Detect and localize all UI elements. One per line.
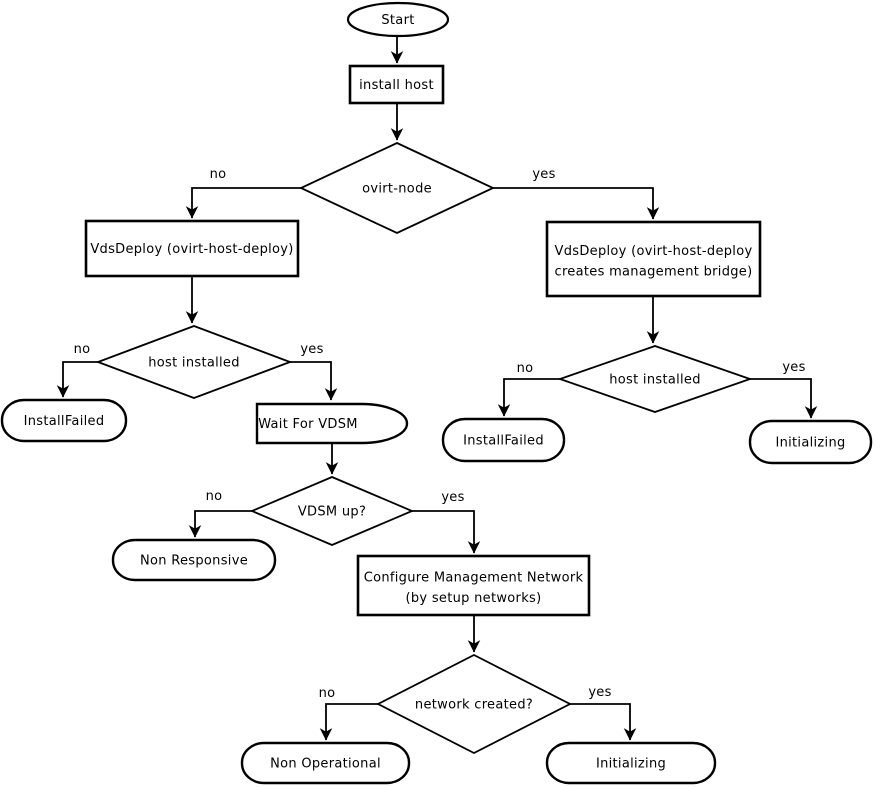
edge-line-ovirtnode-no [185, 187, 301, 219]
node-ovirt-node: ovirt-node [298, 142, 496, 234]
node-network-created: network created? [376, 653, 572, 755]
edge-hostinstalledleft-yes: yes [290, 342, 338, 401]
edge-hostinstalledright-yes: yes [750, 360, 818, 419]
edge-line-vdsmup-yes [412, 510, 481, 554]
host-installed-left-label: host installed [148, 356, 240, 371]
node-vdsdeploy-right: VdsDeploy (ovirt-host-deploy creates mana… [545, 220, 762, 298]
node-install-failed-left: InstallFailed [0, 398, 128, 443]
edge-label-ovirtnode-no: no [210, 167, 227, 182]
host-installed-right-shape [557, 345, 753, 413]
edge-line-hostinstalledleft-yes [290, 361, 338, 401]
edge-line-vdsmup-no [188, 510, 252, 538]
node-configure-network: Configure Management Network (by setup ne… [356, 554, 591, 617]
non-operational-label: Non Operational [270, 757, 381, 772]
wait-for-vdsm-label: Wait For VDSM [258, 417, 358, 432]
initializing-right-shape [748, 419, 873, 465]
vdsdeploy-left-shape [84, 219, 300, 278]
edge-label-networkcreated-no: no [319, 686, 336, 701]
node-non-responsive: Non Responsive [111, 538, 277, 582]
network-created-label: network created? [415, 698, 533, 713]
ovirt-node-label: ovirt-node [362, 182, 432, 197]
start-shape [346, 1, 450, 38]
install-failed-right-shape [441, 417, 566, 463]
ovirt-node-shape [298, 142, 496, 234]
non-responsive-label: Non Responsive [140, 554, 248, 569]
wait-for-vdsm-shape [255, 402, 409, 445]
edge-label-hostinstalledright-yes: yes [782, 360, 805, 375]
node-initializing-bottom: Initializing [545, 741, 717, 785]
edge-label-hostinstalledleft-no: no [74, 342, 91, 357]
initializing-bottom-shape [545, 741, 717, 785]
configure-network-shape [356, 554, 591, 617]
edge-networkcreated-yes: yes [570, 685, 637, 741]
edge-ovirtnode-yes: yes [493, 167, 660, 220]
vdsdeploy-left-label: VdsDeploy (ovirt-host-deploy) [90, 242, 293, 257]
edge-line-networkcreated-no [319, 703, 378, 741]
node-install-failed-right: InstallFailed [441, 417, 566, 463]
edge-line-hostinstalledright-yes [750, 378, 818, 419]
edge-label-hostinstalledleft-yes: yes [300, 342, 323, 357]
edge-line-ovirtnode-yes [493, 187, 660, 220]
vdsdeploy-right-label: VdsDeploy (ovirt-host-deploy [555, 244, 753, 259]
vdsdeploy-right-label: creates management bridge) [555, 265, 753, 280]
edge-label-vdsmup-yes: yes [441, 490, 464, 505]
start-label: Start [381, 13, 414, 28]
edge-vdsmup-yes: yes [412, 490, 481, 554]
vdsm-up-shape [249, 476, 415, 546]
vdsm-up-label: VDSM up? [298, 505, 366, 520]
install-failed-left-shape [0, 398, 128, 443]
configure-network-label: Configure Management Network [364, 571, 584, 586]
node-start: Start [346, 1, 450, 38]
vdsdeploy-right-shape [545, 220, 762, 298]
initializing-bottom-label: Initializing [596, 757, 666, 772]
install-host-shape [348, 64, 445, 105]
install-failed-left-label: InstallFailed [24, 414, 105, 429]
node-vdsm-up: VDSM up? [249, 476, 415, 546]
node-vdsdeploy-left: VdsDeploy (ovirt-host-deploy) [84, 219, 300, 278]
node-install-host: install host [348, 64, 445, 105]
initializing-right-label: Initializing [775, 436, 845, 451]
install-failed-right-label: InstallFailed [463, 434, 544, 449]
host-installed-right-label: host installed [609, 373, 701, 388]
node-host-installed-left: host installed [95, 325, 293, 399]
edge-line-networkcreated-yes [570, 703, 637, 741]
edge-hostinstalledright-no: no [497, 361, 560, 417]
edge-ovirtnode-no: no [185, 167, 301, 219]
node-host-installed-right: host installed [557, 345, 753, 413]
edge-networkcreated-no: no [319, 686, 378, 741]
edge-line-hostinstalledleft-no [56, 361, 98, 398]
edge-label-hostinstalledright-no: no [517, 361, 534, 376]
edge-vdsmup-no: no [188, 489, 252, 538]
node-wait-for-vdsm: Wait For VDSM [255, 402, 409, 445]
network-created-shape [376, 653, 572, 755]
edge-line-hostinstalledright-no [497, 378, 560, 417]
node-non-operational: Non Operational [240, 741, 411, 785]
non-operational-shape [240, 741, 411, 785]
edge-hostinstalledleft-no: no [56, 342, 98, 398]
edge-label-vdsmup-no: no [206, 489, 223, 504]
install-host-label: install host [359, 78, 434, 93]
configure-network-label: (by setup networks) [406, 591, 542, 606]
edge-label-networkcreated-yes: yes [588, 685, 611, 700]
host-installed-left-shape [95, 325, 293, 399]
non-responsive-shape [111, 538, 277, 582]
node-initializing-right: Initializing [748, 419, 873, 465]
edge-label-ovirtnode-yes: yes [532, 167, 555, 182]
